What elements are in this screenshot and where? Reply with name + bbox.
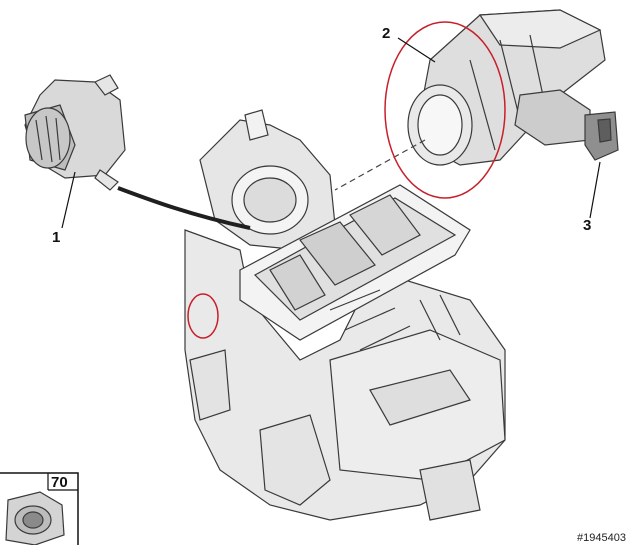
inset-label: 70 [51, 474, 68, 491]
highlight-circle-duct [384, 21, 506, 199]
wire-harness [117, 186, 251, 230]
inset-box: 70 [0, 472, 79, 545]
assembly-dashed-line [334, 139, 426, 191]
blower-motor [24, 74, 126, 191]
hvac-housing [184, 109, 506, 521]
callout-2: 2 [382, 25, 390, 42]
reference-number: #1945403 [577, 532, 626, 544]
highlight-circle-clip [187, 293, 219, 339]
connector [514, 89, 619, 161]
callout-1: 1 [52, 229, 60, 246]
flange-nut [5, 491, 65, 545]
air-intake-duct [407, 9, 606, 166]
leader-lines [61, 37, 601, 229]
callout-3: 3 [583, 217, 591, 234]
